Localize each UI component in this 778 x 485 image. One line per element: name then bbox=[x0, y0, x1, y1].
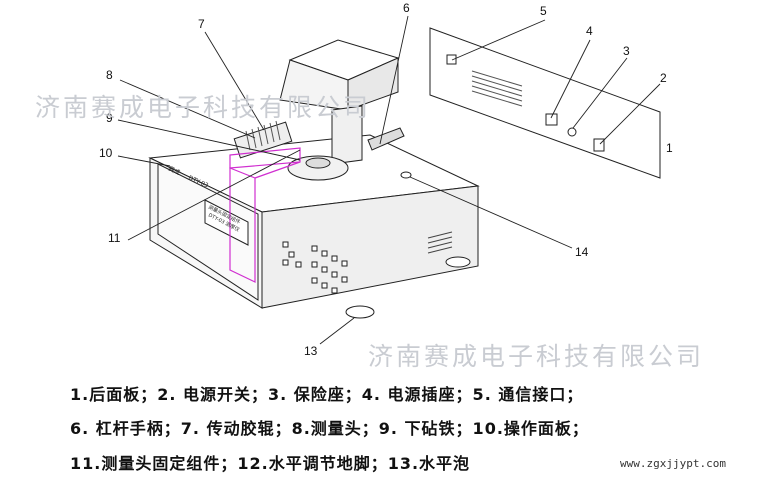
watermark-bottom: 济南赛成电子科技有限公司 bbox=[368, 342, 705, 371]
callout-11: 11 bbox=[108, 231, 121, 245]
side-vent bbox=[427, 231, 453, 254]
power-socket-4 bbox=[545, 113, 558, 126]
callout-6: 6 bbox=[403, 1, 410, 15]
watermark-top: 济南赛成电子科技有限公司 bbox=[35, 93, 372, 122]
callout-7: 7 bbox=[198, 17, 205, 31]
callout-2: 2 bbox=[660, 71, 667, 85]
callout-4: 4 bbox=[586, 24, 593, 38]
operation-panel bbox=[157, 163, 259, 301]
caption-line-1: 1.后面板；2. 电源开关；3. 保险座；4. 电源插座；5. 通信接口； bbox=[70, 385, 584, 404]
callout-13: 13 bbox=[304, 344, 318, 358]
callout-9: 9 bbox=[106, 111, 113, 125]
lcd-display bbox=[204, 199, 249, 246]
comm-port-5 bbox=[446, 54, 457, 65]
callout-3: 3 bbox=[623, 44, 630, 58]
callout-1: 1 bbox=[666, 141, 673, 155]
leader-lines bbox=[117, 15, 661, 345]
callout-14: 14 bbox=[575, 245, 589, 259]
callout-8: 8 bbox=[106, 68, 113, 82]
power-switch-2 bbox=[593, 138, 605, 152]
callout-5: 5 bbox=[540, 4, 547, 18]
caption-line-2: 6. 杠杆手柄；7. 传动胶辊；8.测量头；9. 下砧铁；10.操作面板； bbox=[70, 419, 589, 438]
vent-slots bbox=[471, 70, 523, 107]
callout-10: 10 bbox=[99, 146, 113, 160]
leveling-foot-right bbox=[445, 256, 471, 268]
site-url: www.zgxjjypt.com bbox=[620, 457, 726, 470]
caption-line-3: 11.测量头固定组件；12.水平调节地脚；13.水平泡 bbox=[70, 454, 471, 473]
fuse-holder-3 bbox=[567, 127, 577, 137]
lever-handle bbox=[367, 127, 405, 151]
level-bubble bbox=[400, 171, 412, 179]
head-fixing-assembly bbox=[229, 147, 301, 283]
leveling-foot-front bbox=[345, 305, 375, 319]
keypad bbox=[282, 241, 348, 294]
measuring-head-assembly bbox=[233, 39, 405, 181]
back-panel bbox=[429, 27, 661, 179]
